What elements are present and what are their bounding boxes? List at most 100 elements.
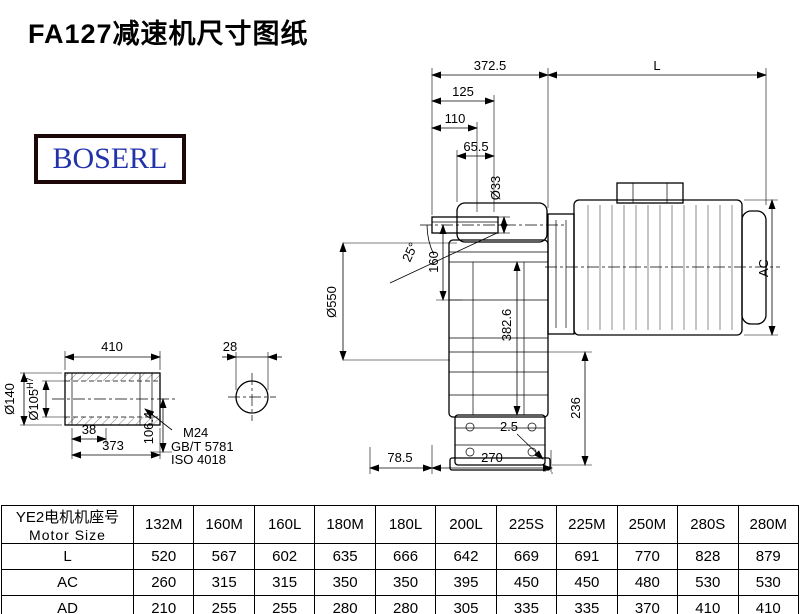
dim-label-110: 110 [445, 111, 466, 126]
dim-label-410: 410 [101, 339, 123, 354]
dim-value-cell: 669 [495, 543, 558, 570]
dim-value-cell: 255 [193, 595, 255, 614]
size-col-header: 200L [435, 505, 497, 544]
dim-label-d140: Ø140 [2, 383, 17, 415]
dim-value-cell: 602 [253, 543, 316, 570]
dim-value-cell: 410 [677, 595, 739, 614]
dim-label-AC: AC [756, 259, 771, 277]
dim-value-cell: 315 [253, 569, 316, 596]
dim-value-cell: 828 [677, 543, 739, 570]
dim-value-cell: 879 [737, 543, 800, 570]
dim-value-cell: 770 [616, 543, 679, 570]
dim-row-label: AC [1, 569, 134, 596]
technical-drawing: 372.5 L 125 110 65.5 Ø33 160 [2, 58, 780, 474]
dim-value-cell: 450 [556, 569, 618, 596]
dim-label-382-6: 382.6 [499, 309, 514, 342]
dim-160: 160 [426, 224, 462, 301]
dim-value-cell: 350 [374, 569, 437, 596]
dim-label-d33: Ø33 [488, 176, 503, 201]
top-dimension-chain: 372.5 L 125 110 65.5 [431, 58, 767, 215]
table-row-AC: AC 260 315 315 350 350 395 450 450 480 5… [1, 569, 800, 596]
dim-value-cell: 666 [374, 543, 437, 570]
standard-label-gbt: GB/T 5781 [171, 439, 234, 454]
size-col-header: 160L [253, 505, 316, 544]
size-col-header: 180M [314, 505, 376, 544]
dim-value-cell: 350 [314, 569, 376, 596]
dim-value-cell: 255 [253, 595, 316, 614]
dim-label-373: 373 [102, 438, 124, 453]
size-col-header: 180L [374, 505, 437, 544]
page-title: FA127减速机尺寸图纸 [28, 19, 309, 49]
dim-value-cell: 530 [737, 569, 800, 596]
dim-value-cell: 370 [616, 595, 679, 614]
size-col-header: 160M [193, 505, 255, 544]
dim-label-106-4: 106.4 [141, 412, 156, 445]
dim-value-cell: 280 [374, 595, 437, 614]
size-col-header: 225M [556, 505, 618, 544]
dim-label-78-5: 78.5 [387, 450, 412, 465]
gearbox-body [448, 202, 551, 471]
dim-value-cell: 567 [193, 543, 255, 570]
dim-value-cell: 642 [435, 543, 497, 570]
dim-value-cell: 335 [495, 595, 558, 614]
dim-label-372-5: 372.5 [474, 58, 507, 73]
dim-label-25deg: 25° [399, 240, 421, 264]
dim-AC: AC [744, 199, 778, 336]
d105-value: Ø105 [26, 389, 41, 421]
bottom-dimension-chain: 78.5 270 [369, 445, 553, 474]
dim-label-28: 28 [223, 339, 237, 354]
boserl-logo-text: BOSERL [52, 142, 168, 175]
dim-label-L: L [653, 58, 660, 73]
size-col-header: 280M [737, 505, 800, 544]
dim-label-236: 236 [568, 397, 583, 419]
dim-value-cell: 635 [314, 543, 376, 570]
dim-label-38: 38 [82, 422, 96, 437]
dim-value-cell: 520 [132, 543, 195, 570]
dim-value-cell: 530 [677, 569, 739, 596]
size-col-header: 132M [132, 505, 195, 544]
size-col-header: 280S [677, 505, 739, 544]
motor-view [545, 182, 780, 336]
thread-label-M24: M24 [183, 425, 208, 440]
input-shaft-view: Ø33 [420, 176, 565, 234]
dim-550: Ø550 [324, 242, 457, 361]
table-row-AD: AD 210 255 255 280 280 305 335 335 370 4… [1, 595, 800, 614]
dim-label-d550: Ø550 [324, 286, 339, 318]
table-header-row: YE2电机机座号 Motor Size 132M 160M 160L 180M … [1, 505, 800, 544]
output-shaft-detail: 410 38 373 Ø140 Ø105H7 106.4 M24 GB/T 57… [2, 339, 234, 467]
dim-label-270: 270 [481, 450, 503, 465]
table-row-L: L 520 567 602 635 666 642 669 691 770 82… [1, 543, 800, 570]
motor-size-header-en: Motor Size [29, 527, 106, 543]
dim-row-label: AD [1, 595, 134, 614]
dim-label-160: 160 [426, 251, 441, 273]
dim-value-cell: 280 [314, 595, 376, 614]
size-col-header: 225S [495, 505, 558, 544]
dim-value-cell: 335 [556, 595, 618, 614]
dim-value-cell: 210 [132, 595, 195, 614]
dim-value-cell: 260 [132, 569, 195, 596]
dim-236: 236 [548, 351, 592, 466]
boserl-logo: BOSERL [34, 134, 186, 184]
motor-size-header-cell: YE2电机机座号 Motor Size [1, 505, 134, 544]
motor-size-header-cn: YE2电机机座号 [15, 509, 120, 526]
dim-value-cell: 305 [435, 595, 497, 614]
motor-size-table: YE2电机机座号 Motor Size 132M 160M 160L 180M … [1, 505, 800, 614]
dim-label-65-5: 65.5 [463, 139, 488, 154]
dim-value-cell: 450 [495, 569, 558, 596]
dim-2-5: 2.5 [500, 419, 552, 472]
standard-label-iso: ISO 4018 [171, 452, 226, 467]
dim-value-cell: 691 [556, 543, 618, 570]
dim-label-d105H7: Ø105H7 [25, 377, 41, 420]
dim-value-cell: 395 [435, 569, 497, 596]
dim-value-cell: 480 [616, 569, 679, 596]
dim-25deg: 25° [389, 224, 498, 284]
d105-tolerance: H7 [25, 377, 35, 389]
dim-value-cell: 315 [193, 569, 255, 596]
dim-label-125: 125 [452, 84, 474, 99]
dim-label-2-5: 2.5 [500, 419, 518, 434]
dim-row-label: L [1, 543, 134, 570]
size-col-header: 250M [616, 505, 679, 544]
dim-382-6: 382.6 [499, 261, 521, 416]
dim-value-cell: 410 [737, 595, 800, 614]
